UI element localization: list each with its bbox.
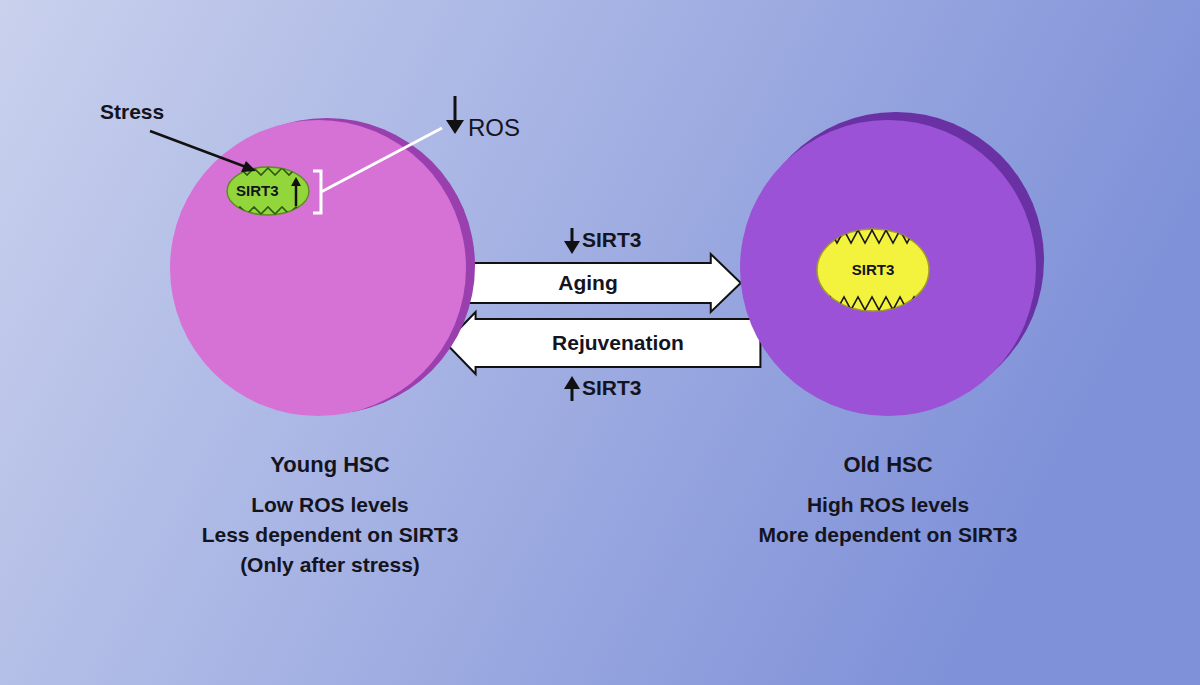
increase-arrow: [295, 185, 298, 206]
decrease-arrowhead: [564, 241, 580, 254]
cristae: [816, 230, 928, 243]
cell-body: [170, 120, 466, 416]
cell-body: [740, 120, 1036, 416]
ros-label: ROS: [468, 114, 520, 142]
arrow-label: Aging: [558, 271, 617, 295]
sirt3-label: SIRT3: [582, 376, 642, 400]
protein-label: SIRT3: [852, 261, 895, 279]
mitochondrion: SIRT3: [816, 228, 930, 312]
cell-description: (Only after stress): [130, 550, 530, 580]
cell-caption: Young HSC Low ROS levelsLess dependent on…: [130, 450, 530, 580]
stress-label: Stress: [100, 100, 164, 124]
leader-line: [321, 128, 442, 192]
cristae: [816, 297, 928, 310]
stress-arrow: [150, 131, 246, 167]
cell-caption: Old HSC High ROS levelsMore dependent on …: [688, 450, 1088, 550]
cell-description: High ROS levels: [688, 490, 1088, 520]
arrow-label: Rejuvenation: [552, 331, 684, 355]
cell-title: Old HSC: [688, 450, 1088, 480]
block-arrow: [465, 254, 741, 312]
old-cell: Old HSCHigh ROS levelsMore dependent on …: [740, 116, 1060, 426]
cell-shape: [170, 116, 490, 426]
bracket: [313, 171, 321, 213]
protein-label: SIRT3: [236, 182, 279, 200]
cell-description: Low ROS levels: [130, 490, 530, 520]
mitochondrion: SIRT3: [226, 166, 310, 216]
mitochondrion-body: [227, 167, 309, 215]
increase-arrowhead: [564, 376, 580, 389]
cell-description: More dependent on SIRT3: [688, 520, 1088, 550]
cristae: [226, 168, 310, 175]
cell-title: Young HSC: [130, 450, 530, 480]
increase-arrowhead: [291, 177, 301, 186]
stress-arrowhead: [241, 161, 256, 172]
young-cell: Young HSCLow ROS levelsLess dependent on…: [170, 116, 490, 426]
decrease-arrowhead: [446, 120, 464, 134]
cristae: [226, 207, 310, 214]
sirt3-label: SIRT3: [582, 228, 642, 252]
decrease-arrow: [454, 96, 457, 124]
cell-description: Less dependent on SIRT3: [130, 520, 530, 550]
mitochondrion-body: [817, 229, 929, 311]
block-arrow: [446, 312, 761, 374]
